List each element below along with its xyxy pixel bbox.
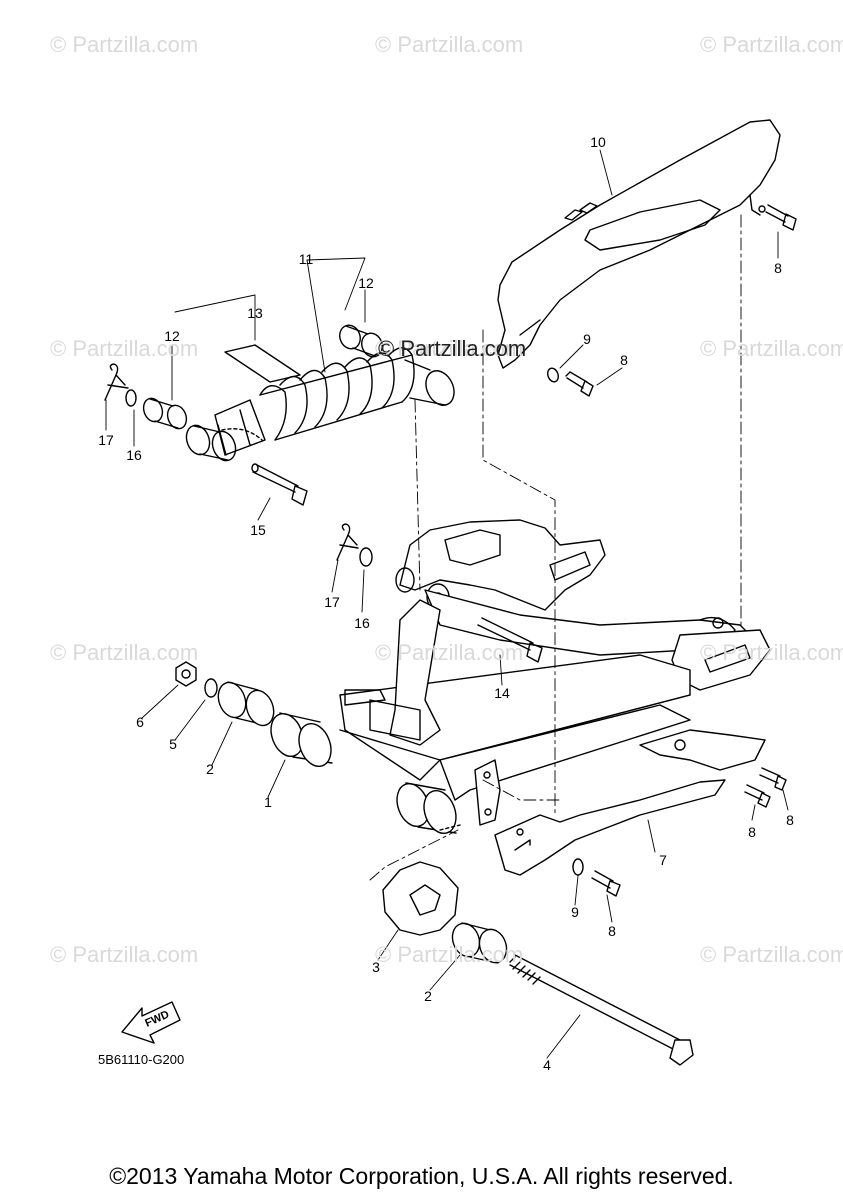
callout-number: 2 [206,761,214,777]
collar [142,397,188,430]
watermark: © Partzilla.com [50,942,199,967]
chain-case [497,119,781,369]
callout-number: 12 [164,328,180,344]
label-sticker [224,344,301,383]
callout-number: 13 [247,305,263,321]
callout-number: 9 [571,904,579,920]
copyright-notice: ©2013 Yamaha Motor Corporation, U.S.A. A… [109,1163,734,1189]
watermark: © Partzilla.com [700,942,843,967]
cotter-pin [104,363,129,401]
callout-number: 16 [126,447,142,463]
callout-number: 16 [354,615,370,631]
center-watermark: © Partzilla.com [378,336,527,361]
callout-number: 8 [620,352,628,368]
bolt [477,617,543,663]
diagram-code: 5B61110-G200 [98,1052,185,1067]
collar [339,324,383,358]
watermark: © Partzilla.com [50,336,199,361]
watermark: © Partzilla.com [50,640,199,665]
bolt [565,371,594,397]
rear-arm [270,519,771,835]
forward-arrow-icon: FWD [121,1001,181,1044]
washer [204,678,218,698]
callout-number: 11 [298,251,314,267]
watermark: © Partzilla.com [375,32,524,57]
bolt [759,767,787,791]
callout-number: 1 [264,794,272,810]
bushing [451,922,508,964]
watermark: © Partzilla.com [700,336,843,361]
bushing [217,681,275,727]
callout-number: 6 [136,714,144,730]
callout-number: 5 [169,736,177,752]
bolt [758,204,797,231]
callout-number: 17 [324,594,340,610]
callout-number: 8 [774,260,782,276]
watermark: © Partzilla.com [375,640,524,665]
nut [175,661,197,687]
watermark: © Partzilla.com [50,32,199,57]
callout-number: 3 [372,959,380,975]
bushing [185,424,237,462]
callout-number: 4 [543,1057,551,1073]
bolt [591,870,621,897]
callout-number: 10 [590,134,606,150]
callout-number: 8 [786,812,794,828]
watermark: © Partzilla.com [375,942,524,967]
cotter-pin [336,523,359,561]
watermark: © Partzilla.com [700,32,843,57]
chain-guide [494,729,766,876]
rubber-bushing [382,861,459,936]
callout-number: 15 [250,522,266,538]
washer [359,547,373,567]
pivot-shaft [509,954,694,1066]
washer [125,389,137,407]
rear-shock-absorber [214,347,455,456]
callout-number: 14 [494,685,510,701]
callout-number: 8 [608,923,616,939]
washer [547,367,559,383]
watermark: © Partzilla.com [700,640,843,665]
callout-number: 8 [748,824,756,840]
leader-lines [105,149,789,1059]
bolt [744,784,771,808]
callout-number: 9 [583,331,591,347]
washer [572,858,584,876]
callout-number: 7 [659,852,667,868]
callout-number: 12 [358,275,374,291]
callout-number: 17 [98,432,114,448]
callout-number: 2 [424,988,432,1004]
watermark: © Partzilla.com [375,336,524,361]
bolt [251,463,308,506]
